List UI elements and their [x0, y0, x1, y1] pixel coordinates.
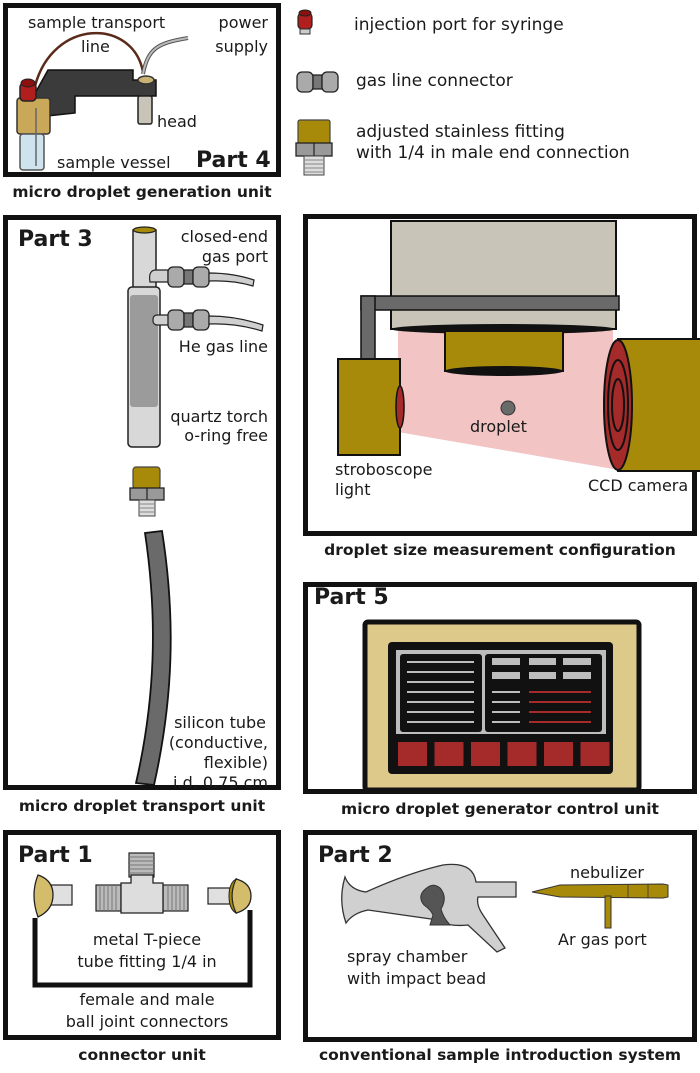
screen-field	[529, 658, 556, 665]
part3-panel: Part 3 closed-end gas port He gas line q…	[3, 215, 281, 792]
control-buttons	[398, 742, 610, 766]
objective	[444, 330, 564, 372]
control-button[interactable]	[544, 742, 573, 766]
label-power-1: power	[218, 13, 268, 32]
screen-field	[492, 658, 520, 665]
legend-label-fitting-2: with 1/4 in male end connection	[356, 143, 630, 163]
droplet	[500, 400, 516, 416]
screen-field	[563, 672, 591, 679]
screen-field	[529, 672, 556, 679]
gas-line-connector-icon	[296, 71, 339, 93]
label-strobe-1: stroboscope	[335, 460, 433, 479]
legend-label-fitting-1: adjusted stainless fitting	[356, 122, 565, 142]
label-joints-1: female and male	[79, 990, 215, 1009]
screen-left-lines	[407, 661, 474, 723]
label-tpiece-2: tube fitting 1/4 in	[77, 952, 217, 971]
label-chamber-1: spray chamber	[347, 947, 468, 966]
legend: injection port for syringe gas line conn…	[288, 0, 700, 180]
screen-field	[492, 672, 520, 679]
microscope-body	[390, 220, 617, 330]
label-tube-3: flexible)	[203, 753, 268, 772]
gas-line-connector-top	[167, 266, 210, 288]
connector-unit-drawing	[32, 852, 253, 988]
label-transport-line-1: sample transport	[28, 13, 166, 32]
vessel-cap	[16, 97, 51, 135]
sample-transport-line	[33, 31, 145, 87]
impact-bead	[420, 884, 452, 926]
part2-caption: conventional sample introduction system	[318, 1046, 682, 1064]
label-torch-1: quartz torch	[170, 407, 268, 426]
label-transport-line-2: line	[81, 37, 110, 56]
measurement-caption: droplet size measurement configuration	[324, 541, 676, 559]
part5-caption: micro droplet generator control unit	[341, 800, 659, 818]
screen-field	[563, 658, 591, 665]
label-closed-end-2: gas port	[201, 247, 268, 266]
nebulizer	[531, 883, 669, 929]
female-ball-joint	[33, 874, 73, 918]
droplet-generator-drawing	[16, 31, 189, 171]
legend-label-gas-line-connector: gas line connector	[356, 71, 513, 91]
part1-label: Part 1	[18, 843, 93, 868]
part2-panel: Part 2 nebulizer Ar gas port spray chamb…	[303, 830, 697, 1042]
label-head: head	[157, 112, 197, 131]
label-sample-vessel: sample vessel	[57, 153, 171, 172]
stainless-fitting	[129, 466, 165, 517]
part3-label: Part 3	[18, 227, 93, 252]
stainless-fitting-icon	[295, 119, 333, 176]
part1-panel: Part 1 metal T-piece tube fitting 1/4 in…	[3, 830, 281, 1040]
measurement-drawing	[337, 220, 700, 472]
label-droplet: droplet	[470, 417, 527, 436]
part4-panel: sample transport line power supply head …	[3, 3, 281, 177]
label-tpiece-1: metal T-piece	[92, 930, 202, 949]
label-strobe-2: light	[335, 480, 371, 499]
label-tube-4: i.d. 0.75 cm	[173, 773, 268, 792]
silicon-tube	[134, 530, 172, 786]
sample-introduction-drawing	[341, 863, 669, 953]
part4-caption: micro droplet generation unit	[12, 183, 272, 201]
metal-t-piece	[95, 852, 189, 914]
part3-caption: micro droplet transport unit	[18, 797, 266, 815]
legend-icons	[295, 9, 339, 176]
label-power-2: supply	[215, 37, 268, 56]
label-chamber-2: with impact bead	[347, 969, 487, 988]
part2-label: Part 2	[318, 843, 393, 868]
label-ccd-camera: CCD camera	[588, 476, 689, 495]
male-ball-joint	[207, 877, 252, 915]
label-nebulizer: nebulizer	[570, 863, 644, 882]
quartz-torch	[127, 226, 161, 448]
label-tube-1: silicon tube	[174, 713, 266, 732]
label-joints-2: ball joint connectors	[65, 1012, 229, 1031]
part5-panel: Part 5	[303, 582, 697, 794]
control-button[interactable]	[507, 742, 537, 766]
label-ar-gas-port: Ar gas port	[558, 930, 647, 949]
label-tube-2: (conductive,	[168, 733, 268, 752]
part5-label: Part 5	[314, 585, 389, 610]
part1-caption: connector unit	[78, 1046, 206, 1064]
stroboscope	[337, 358, 401, 456]
control-button[interactable]	[398, 742, 427, 766]
legend-label-injection-port: injection port for syringe	[354, 15, 564, 35]
screen-right-lines	[492, 658, 591, 723]
injection-port-icon	[297, 9, 313, 35]
generator-head	[137, 95, 153, 125]
control-unit-drawing	[362, 619, 642, 793]
transport-unit-drawing	[127, 226, 264, 786]
part4-label: Part 4	[196, 148, 271, 173]
control-button[interactable]	[471, 742, 500, 766]
label-closed-end-1: closed-end	[180, 227, 268, 246]
bracket	[360, 295, 620, 311]
control-button[interactable]	[580, 742, 610, 766]
sample-vessel	[19, 133, 45, 171]
label-he-gas-line: He gas line	[178, 337, 268, 356]
measurement-panel: droplet stroboscope light CCD camera	[303, 214, 700, 536]
control-button[interactable]	[434, 742, 464, 766]
gas-line-connector-bottom	[167, 309, 210, 331]
label-torch-2: o-ring free	[184, 426, 268, 445]
